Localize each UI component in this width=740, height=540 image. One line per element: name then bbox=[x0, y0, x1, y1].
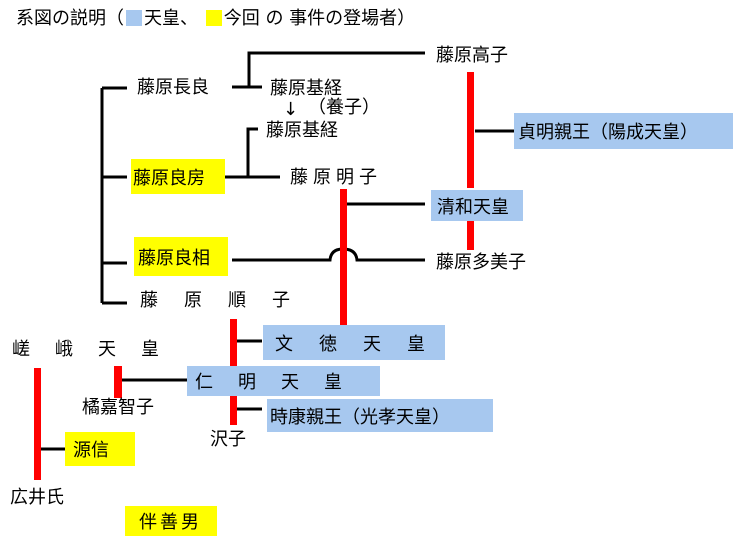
label: 伴善男 bbox=[139, 512, 202, 533]
person-tachibana-kachiko: 橘嘉智子 bbox=[82, 397, 154, 418]
label: 貞明親王（陽成天皇） bbox=[518, 122, 698, 143]
person-fujiwara-mototsune: 藤原基経 bbox=[270, 78, 342, 99]
person-hiroi: 広井氏 bbox=[10, 487, 64, 508]
label: 藤原良房 bbox=[133, 167, 205, 189]
person-tomo-no-yoshio: 伴善男 bbox=[125, 506, 217, 536]
event-swatch bbox=[205, 10, 222, 26]
title-prefix: 系図の説明（ bbox=[16, 8, 124, 29]
diagram-title: 系図の説明（ 天皇、 今回 の 事件の登場者） bbox=[16, 9, 415, 29]
label: 源信 bbox=[73, 440, 109, 461]
legend-emperor: 天皇、 bbox=[144, 8, 198, 29]
label: 仁明天皇 bbox=[195, 372, 367, 393]
label: 時康親王（光孝天皇） bbox=[270, 406, 450, 428]
legend-event: 今回 の 事件の登場者） bbox=[223, 8, 416, 29]
person-fujiwara-akirakeiko: 藤原明子 bbox=[290, 167, 382, 188]
yoshimi-tamiko-line bbox=[232, 247, 425, 262]
person-fujiwara-yoshifusa: 藤原良房 bbox=[131, 159, 225, 194]
emperor-saga: 嵯峨天皇 bbox=[12, 339, 184, 360]
label: 文徳天皇 bbox=[275, 333, 451, 355]
person-fujiwara-yoshimi: 藤原良相 bbox=[134, 237, 228, 276]
person-fujiwara-tamiko: 藤原多美子 bbox=[436, 252, 526, 273]
seiwa-marriage-bar bbox=[340, 189, 347, 345]
label: 清和天皇 bbox=[437, 196, 509, 218]
koko-marriage-bar bbox=[230, 396, 237, 425]
yozei-marriage-bar-top bbox=[467, 72, 474, 188]
yoshifusa-children-line bbox=[225, 127, 280, 179]
emperor-seiwa: 清和天皇 bbox=[431, 190, 523, 221]
adoption-label: （養子） bbox=[308, 97, 380, 118]
person-minamoto-makoto: 源信 bbox=[65, 432, 135, 466]
emperor-montoku: 文徳天皇 bbox=[263, 325, 445, 360]
label: 藤原良相 bbox=[138, 247, 210, 269]
adoption-arrow-icon: ↓ bbox=[283, 99, 299, 120]
person-fujiwara-mototsune-adopted: 藤原基経 bbox=[266, 120, 338, 141]
emperor-swatch bbox=[126, 10, 142, 26]
emperor-ninmyo: 仁明天皇 bbox=[187, 366, 380, 396]
person-fujiwara-nobuko: 藤原順子 bbox=[140, 290, 316, 311]
emperor-yozei: 貞明親王（陽成天皇） bbox=[514, 113, 733, 149]
emperor-koko: 時康親王（光孝天皇） bbox=[267, 399, 493, 432]
makoto-marriage-bar bbox=[34, 368, 41, 480]
person-fujiwara-takaiko: 藤原高子 bbox=[436, 45, 508, 66]
yoshifusa-siblings-bracket bbox=[100, 86, 127, 305]
person-sawako: 沢子 bbox=[210, 429, 246, 450]
montoku-marriage-bar bbox=[230, 319, 237, 366]
yozei-marriage-bar-bottom bbox=[467, 221, 474, 250]
person-fujiwara-nagara: 藤原長良 bbox=[137, 77, 209, 98]
ninmyo-marriage-bar bbox=[114, 366, 122, 398]
nagara-children-line bbox=[232, 51, 425, 89]
